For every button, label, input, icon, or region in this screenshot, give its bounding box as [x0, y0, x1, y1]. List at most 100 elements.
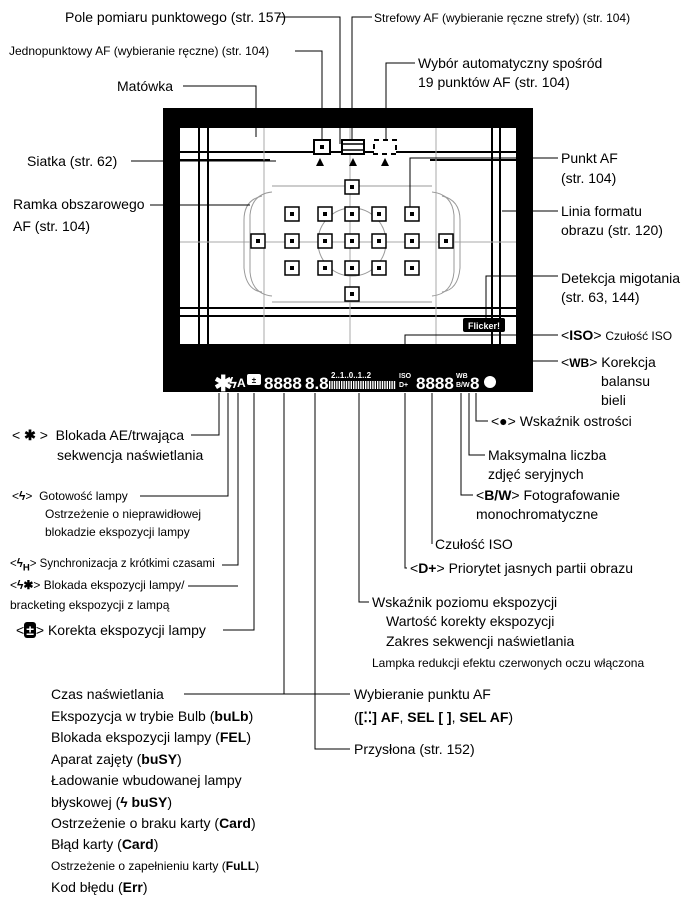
zone-af-label: Strefowy AF (wybieranie ręczne strefy) (… — [374, 11, 631, 25]
leader-line — [314, 393, 350, 750]
exposure-scale-tick — [369, 381, 372, 389]
leader-line — [184, 393, 285, 695]
af-point-center — [350, 212, 354, 216]
triangle-icon — [316, 158, 324, 166]
bw-label-1: <B/W> Fotografowanie — [476, 487, 620, 503]
exposure-scale-tick — [350, 381, 352, 389]
fe-lock-icon: A — [237, 376, 246, 390]
charge-label-1: Ładowanie wbudowanej lampy — [51, 772, 242, 788]
charge-label-2: błyskowej (ϟ buSY) — [51, 794, 173, 810]
error-code-label: Kod błędu (Err) — [51, 879, 148, 895]
leader-line — [277, 16, 341, 144]
focus-indicator-label: <●> Wskaźnik ostrości — [491, 413, 632, 429]
busy-label: Aparat zajęty (buSY) — [51, 751, 182, 767]
exposure-scale-tick — [391, 381, 393, 389]
exposure-scale-tick — [381, 381, 384, 389]
bulb-label: Ekspozycja w trybie Bulb (buLb) — [51, 708, 254, 724]
exposure-scale-tick — [367, 381, 369, 389]
leader-line — [409, 157, 558, 207]
af-point-center — [377, 266, 381, 270]
af-point-center — [410, 212, 414, 216]
leader-line — [191, 393, 220, 436]
auto-select-label-1: Wybór automatyczny spośród — [418, 55, 603, 71]
aperture-lcd: 8.8 — [305, 374, 329, 393]
exposure-scale-tick — [372, 381, 374, 389]
wb-correction-label-3: bieli — [601, 392, 626, 408]
area-frame-label-1: Ramka obszarowego — [13, 196, 145, 212]
red-eye-label: Lampka redukcji efektu czerwonych oczu w… — [372, 656, 645, 670]
af-point-center — [323, 212, 327, 216]
leader-line — [460, 393, 473, 496]
leader-line — [358, 393, 369, 603]
af-point-center — [350, 239, 354, 243]
svg-text:±: ± — [252, 376, 257, 385]
af-points — [250, 179, 454, 302]
lcd-info-line: ✱ ϟ A ± 8888 8.8 2..1..0..1..2 ISO D+ 88… — [214, 371, 496, 396]
flash-ready-label-1: <ϟ> Gotowość lampy — [12, 489, 128, 503]
flicker-label-1: Detekcja migotania — [561, 270, 681, 286]
exposure-scale-tick — [360, 381, 362, 389]
flash-comp-icon — [247, 374, 261, 385]
af-point-center — [290, 239, 294, 243]
leader-line — [404, 334, 558, 372]
grid-lines — [180, 128, 516, 344]
shutter-lcd: 8888 — [264, 374, 302, 393]
card-full-label: Ostrzeżenie o zapełnieniu karty (FuLL) — [51, 859, 260, 873]
aperture-label: Przysłona (str. 152) — [354, 741, 475, 757]
af-point-center — [290, 266, 294, 270]
exposure-scale-tick — [348, 381, 350, 389]
af-select-label: Wybieranie punktu AF — [354, 686, 491, 702]
flash-comp-label: <±> Korekta ekspozycji lampy — [16, 622, 206, 638]
exposure-scale-text: 2..1..0..1..2 — [331, 371, 372, 380]
ae-lock-label-1: < ✱ > Blokada AE/trwająca — [12, 427, 185, 443]
af-point-center — [377, 239, 381, 243]
spot-metering-label: Pole pomiaru punktowego (str. 157) — [65, 9, 287, 25]
fel-label: Blokada ekspozycji lampy (FEL) — [51, 729, 251, 745]
leader-line — [385, 62, 415, 139]
af-point-center — [323, 266, 327, 270]
exposure-scale-tick — [389, 381, 391, 389]
leader-line — [485, 275, 558, 318]
triangle-icon — [349, 158, 357, 166]
focus-indicator-icon — [484, 376, 496, 388]
bw-label-2: monochromatyczne — [476, 506, 599, 522]
single-point-af-label: Jednopunktowy AF (wybieranie ręczne) (st… — [9, 44, 270, 58]
fe-lock-label-1: <ϟ✱> Blokada ekspozycji lampy/ — [10, 578, 185, 592]
exposure-scale-tick — [365, 381, 367, 389]
wb-correction-label: <WB> Korekcja — [561, 354, 656, 370]
af-select-options: ([⁚⁚] AF, SEL [ ], SEL AF) — [354, 709, 514, 725]
iso-speed-label: Czułość ISO — [435, 536, 513, 552]
af-point-center — [410, 239, 414, 243]
exp-level-label: Wskaźnik poziomu ekspozycji — [372, 594, 558, 610]
leader-line — [404, 393, 407, 569]
exposure-scale-tick — [386, 381, 388, 389]
leader-line — [462, 360, 558, 374]
iso-speed-top-label: <ISO> Czułość ISO — [561, 327, 673, 343]
highlight-priority-label: <D+> Priorytet jasnych partii obrazu — [410, 560, 633, 576]
max-burst-label-1: Maksymalna liczba — [488, 447, 607, 463]
af-point-center — [256, 239, 260, 243]
leader-line — [183, 85, 257, 137]
af-point-center — [290, 212, 294, 216]
flash-ready-label-3: blokadzie ekspozycji lampy — [45, 525, 190, 539]
af-point-center — [350, 266, 354, 270]
exposure-scale-tick — [379, 381, 381, 389]
focusing-screen-label: Matówka — [117, 78, 174, 94]
aspect-line-label-1: Linia formatu — [561, 203, 642, 219]
exp-comp-label: Wartość korekty ekspozycji — [386, 613, 555, 629]
exposure-scale-tick — [393, 381, 396, 389]
exposure-scale — [329, 381, 396, 389]
hs-sync-label: <ϟH> Synchronizacja z krótkimi czasami — [10, 558, 215, 574]
leader-line — [222, 393, 239, 566]
no-card-label: Ostrzeżenie o braku karty (Card) — [51, 815, 256, 831]
auto-select-af-icon — [373, 139, 397, 155]
auto-select-label-2: 19 punktów AF (str. 104) — [418, 74, 570, 90]
exposure-scale-tick — [329, 381, 331, 389]
af-point-center — [444, 239, 448, 243]
exposure-scale-tick — [355, 381, 357, 389]
aspect-line-label-2: obrazu (str. 120) — [561, 222, 663, 238]
area-af-frame — [243, 185, 461, 303]
leader-line — [295, 50, 323, 139]
exposure-scale-tick — [353, 381, 355, 389]
